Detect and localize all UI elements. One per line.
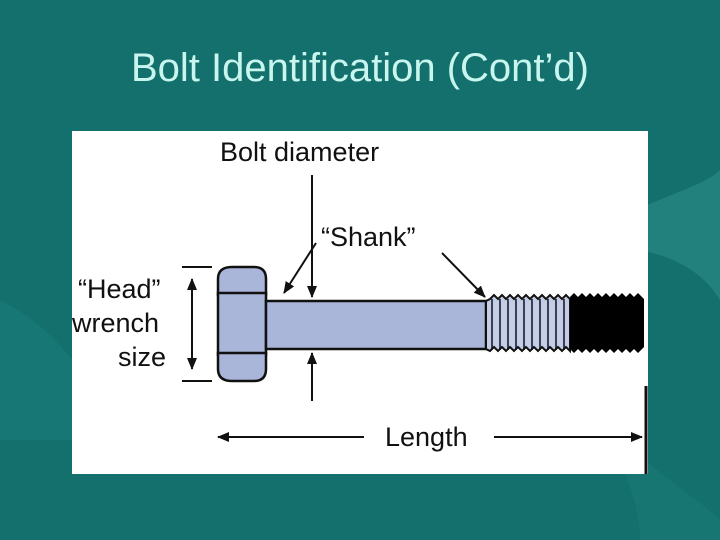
head-size-dimension bbox=[182, 266, 212, 382]
head-label-line2: wrench bbox=[72, 308, 160, 338]
bolt-drawing bbox=[182, 175, 648, 474]
bolt-shank bbox=[264, 299, 488, 351]
thread-section bbox=[485, 293, 571, 354]
bolt-diameter-label: Bolt diameter bbox=[220, 137, 380, 167]
head-label-line3: size bbox=[118, 342, 167, 372]
thread-dark-section bbox=[570, 293, 644, 353]
shank-leader-arrows bbox=[283, 242, 486, 298]
length-label: Length bbox=[385, 422, 468, 452]
slide-title: Bolt Identification (Cont’d) bbox=[130, 46, 589, 90]
bolt-diagram: Bolt diameter “Shank” “Head” wrench size… bbox=[72, 131, 648, 474]
shank-label: “Shank” bbox=[321, 222, 416, 252]
bolt-head bbox=[216, 265, 268, 383]
length-dimension bbox=[217, 386, 648, 474]
head-label-line1: “Head” bbox=[78, 274, 161, 304]
